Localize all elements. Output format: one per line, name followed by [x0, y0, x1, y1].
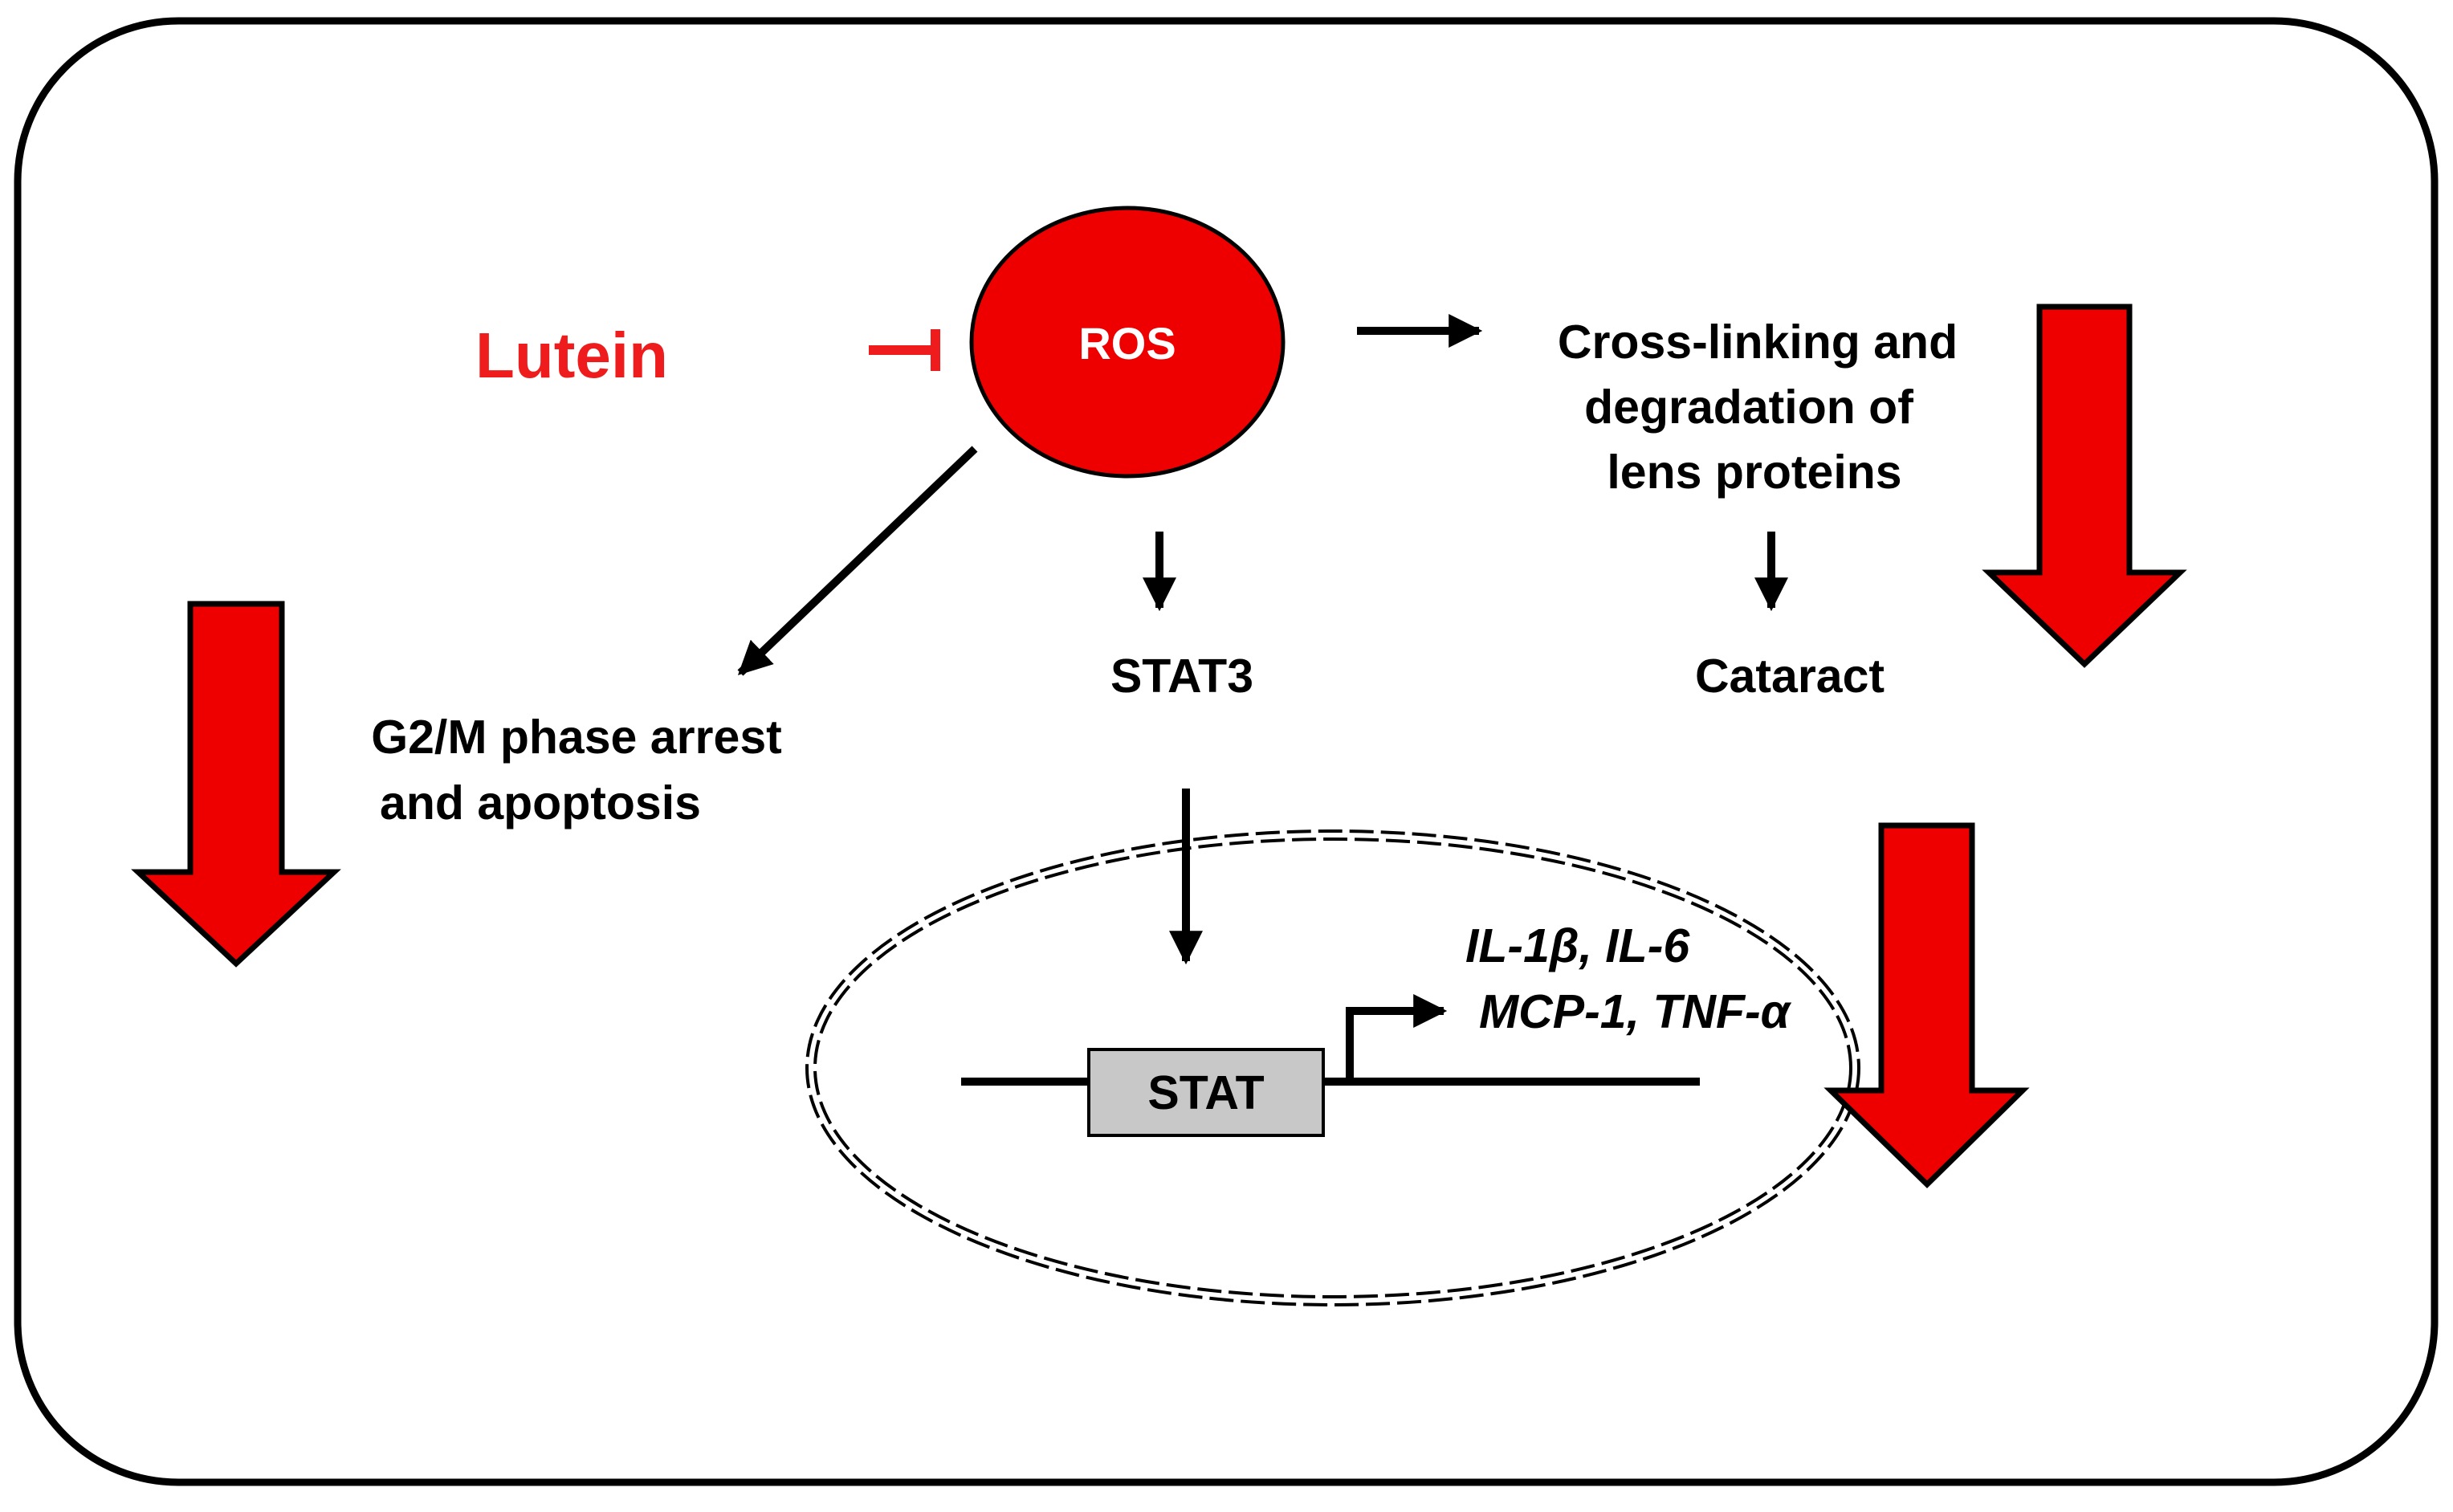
lutein-label: Lutein: [475, 320, 668, 391]
stat-promoter-label: STAT: [1147, 1066, 1264, 1119]
outer-frame: [14, 17, 2439, 1486]
ros-label: ROS: [1078, 318, 1176, 369]
stat3-label: STAT3: [1110, 650, 1253, 703]
apoptosis-line-2: and apoptosis: [380, 776, 701, 829]
stat-promoter-box: [1087, 1048, 1325, 1137]
big-red-down-arrow-right-bottom: [1823, 822, 2030, 1188]
genes-line-1: IL-1β, IL-6: [1465, 919, 1690, 972]
transcription-arrow: [1346, 994, 1448, 1082]
apoptosis-line-1: G2/M phase arrest: [371, 711, 782, 764]
big-red-down-arrow-right-top: [1982, 304, 2187, 668]
lens-effect-line-2: degradation of: [1584, 381, 1913, 434]
genes-line-2: MCP-1, TNF-α: [1479, 985, 1792, 1038]
lens-effect-line-3: lens proteins: [1607, 446, 1901, 499]
nucleus-ellipse: [805, 829, 1860, 1306]
lens-effect-line-1: Cross-linking and: [1558, 316, 1958, 369]
arrow-ros-to-apoptosis: [737, 446, 978, 676]
ros-circle: [969, 206, 1286, 479]
big-red-down-arrow-left: [131, 601, 341, 968]
inhibition-symbol: [869, 329, 940, 371]
cataract-label: Cataract: [1695, 650, 1885, 703]
